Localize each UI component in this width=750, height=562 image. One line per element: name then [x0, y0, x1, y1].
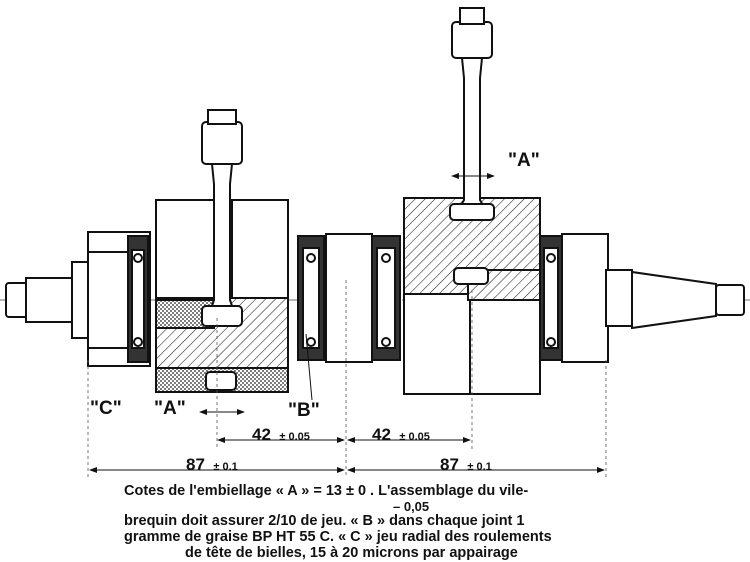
label-c: "C": [90, 398, 122, 419]
dimension-lines: [89, 173, 605, 473]
label-a-top: "A": [508, 150, 540, 171]
label-b: "B": [288, 400, 320, 421]
dim2-tol: ± 0.05: [399, 431, 430, 443]
dim4: 87 ± 0.1: [440, 455, 492, 474]
right-bearing-housing: [539, 233, 609, 363]
dim2-value: 42: [372, 425, 391, 444]
dim3: 87 ± 0.1: [186, 455, 238, 474]
right-connecting-rod: [449, 7, 495, 221]
dim3-tol: ± 0.1: [213, 461, 237, 473]
dim2: 42 ± 0.05: [372, 425, 430, 444]
dim1: 42 ± 0.05: [252, 425, 310, 444]
left-bearing-housing: [87, 231, 151, 367]
caption-line-2: brequin doit assurer 2/10 de jeu. « B » …: [124, 513, 525, 529]
caption-line-4: de tête de bielles, 15 à 20 microns par …: [185, 545, 518, 561]
dim4-value: 87: [440, 455, 459, 474]
dim1-value: 42: [252, 425, 271, 444]
right-shaft-end: [605, 269, 745, 330]
dim4-tol: ± 0.1: [467, 461, 491, 473]
dim3-value: 87: [186, 455, 205, 474]
label-a-bottom: "A": [154, 398, 186, 419]
crankshaft-assembly-drawing: "A" "C" "A" "B" 42 ± 0.05 42 ± 0.05 87 ±…: [0, 7, 750, 478]
dim1-tol: ± 0.05: [279, 431, 310, 443]
dimension-guides: [87, 280, 607, 478]
left-shaft-end: [5, 261, 91, 339]
caption-tolerance: – 0,05: [393, 499, 430, 514]
left-connecting-rod: [201, 109, 243, 327]
caption-line-3: gramme de graise BP HT 55 C. « C » jeu r…: [124, 529, 552, 545]
caption-line-1: Cotes de l'embiellage « A » = 13 ± 0 . L…: [124, 483, 529, 499]
center-bearings: [297, 233, 401, 363]
